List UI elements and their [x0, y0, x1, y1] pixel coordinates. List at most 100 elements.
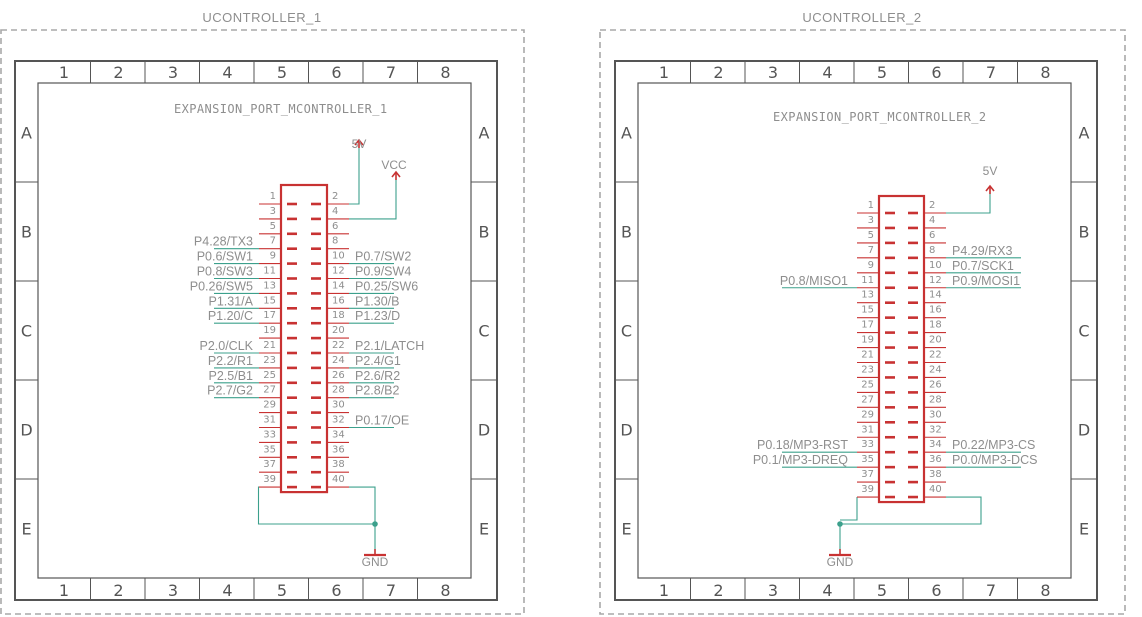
pin-number: 9 — [270, 251, 276, 262]
frame-col-label-top: 6 — [931, 63, 941, 82]
pin-number: 35 — [861, 454, 874, 465]
frame-col-label-bottom: 3 — [768, 581, 778, 600]
net-label-p0-26-sw5: P0.26/SW5 — [190, 279, 253, 293]
frame-col-label-bottom: 4 — [822, 581, 832, 600]
pin-number: 35 — [263, 444, 276, 455]
pin-number: 9 — [868, 260, 874, 271]
pin-number: 26 — [332, 370, 345, 381]
net-label-p4-29-rx3: P4.29/RX3 — [952, 244, 1013, 258]
pin-number: 27 — [263, 385, 276, 396]
frame-outer — [614, 60, 1098, 601]
frame-col-label-bottom: 2 — [113, 581, 123, 600]
pin-number: 5 — [868, 230, 874, 241]
net-label-p0-9-mosi1: P0.9/MOSI1 — [952, 274, 1020, 288]
pin-number: 37 — [861, 469, 874, 480]
pin-number: 38 — [929, 469, 942, 480]
power-wire — [349, 172, 397, 220]
net-label-p0-0-mp3-dcs: P0.0/MP3-DCS — [952, 453, 1037, 467]
pin-number: 39 — [861, 484, 874, 495]
pin-number: 40 — [929, 484, 942, 495]
pin-number: 15 — [263, 295, 276, 306]
pin-number: 5 — [270, 221, 276, 232]
pin-number: 18 — [332, 310, 345, 321]
pin-number: 3 — [270, 206, 276, 217]
port-title-mcontroller-1: EXPANSION_PORT_MCONTROLLER_1 — [174, 102, 388, 116]
pin-number: 4 — [929, 215, 935, 226]
frame-col-label-top: 6 — [331, 63, 341, 82]
sheet-border-dashed — [0, 29, 525, 615]
pin-number: 11 — [861, 275, 874, 286]
pin-number: 24 — [332, 355, 345, 366]
pin-number: 8 — [332, 236, 338, 247]
power-label-5v: 5V — [352, 137, 367, 151]
net-label-p2-8-b2: P2.8/B2 — [355, 384, 400, 398]
pin-number: 24 — [929, 364, 942, 375]
pin-header-body — [877, 194, 926, 504]
frame-inner — [637, 82, 1072, 579]
frame-row-label-left: A — [21, 124, 32, 143]
port-title-mcontroller-2: EXPANSION_PORT_MCONTROLLER_2 — [773, 110, 987, 124]
frame-col-label-bottom: 8 — [440, 581, 450, 600]
frame-col-label-top: 8 — [440, 63, 450, 82]
frame-col-label-bottom: 4 — [222, 581, 232, 600]
pin-number: 20 — [332, 325, 345, 336]
pin-number: 1 — [270, 191, 276, 202]
pin-number: 3 — [868, 215, 874, 226]
pin-number: 29 — [861, 409, 874, 420]
net-label-p1-30-b: P1.30/B — [355, 294, 399, 308]
net-label-p2-5-b1: P2.5/B1 — [209, 369, 254, 383]
pin-number: 21 — [263, 340, 276, 351]
net-label-p1-31-a: P1.31/A — [209, 294, 254, 308]
frame-col-label-bottom: 6 — [931, 581, 941, 600]
net-label-p2-2-r1: P2.2/R1 — [208, 354, 253, 368]
pin-number: 29 — [263, 400, 276, 411]
frame-col-label-top: 4 — [822, 63, 832, 82]
frame-row-label-left: C — [21, 322, 32, 341]
ground-label: GND — [362, 555, 389, 569]
pin-number: 33 — [861, 439, 874, 450]
frame-row-label-left: A — [621, 124, 632, 143]
frame-col-label-bottom: 5 — [877, 581, 887, 600]
net-label-p1-23-d: P1.23/D — [355, 309, 400, 323]
pin-number: 31 — [861, 424, 874, 435]
power-wire — [946, 186, 991, 214]
frame-row-label-left: D — [620, 421, 632, 440]
frame-col-label-bottom: 1 — [659, 581, 669, 600]
pin-number: 12 — [929, 275, 942, 286]
pin-number: 19 — [861, 335, 874, 346]
pin-number: 36 — [929, 454, 942, 465]
pin-number: 26 — [929, 379, 942, 390]
pin-number: 14 — [332, 280, 345, 291]
pin-number: 16 — [332, 295, 345, 306]
pin-number: 25 — [861, 379, 874, 390]
pin-number: 6 — [332, 221, 338, 232]
frame-col-label-bottom: 7 — [986, 581, 996, 600]
power-wire — [349, 140, 360, 205]
frame-col-label-top: 7 — [386, 63, 396, 82]
net-label-p0-1-mp3-dreq: P0.1/MP3-DREQ — [753, 453, 848, 467]
net-label-p1-20-c: P1.20/C — [208, 309, 253, 323]
net-label-p2-0-clk: P2.0/CLK — [199, 339, 253, 353]
net-label-p2-1-latch: P2.1/LATCH — [355, 339, 424, 353]
pin-number: 2 — [929, 200, 935, 211]
frame-row-label-right: B — [1079, 223, 1090, 242]
frame-row-label-right: B — [479, 223, 490, 242]
pin-number: 20 — [929, 335, 942, 346]
gnd-wire — [257, 486, 375, 525]
sheet-title-ucontroller-1: UCONTROLLER_1 — [202, 10, 321, 25]
pin-number: 30 — [332, 400, 345, 411]
pin-number: 14 — [929, 290, 942, 301]
net-label-p0-7-sck1: P0.7/SCK1 — [952, 259, 1014, 273]
frame-row-label-right: C — [478, 322, 489, 341]
gnd-wire — [840, 497, 858, 521]
power-label-5v: 5V — [983, 164, 998, 178]
pin-number: 40 — [332, 474, 345, 485]
pin-number: 19 — [263, 325, 276, 336]
pin-number: 23 — [263, 355, 276, 366]
pin-number: 34 — [929, 439, 942, 450]
frame-col-label-top: 3 — [168, 63, 178, 82]
pin-number: 13 — [861, 290, 874, 301]
frame-col-label-bottom: 5 — [277, 581, 287, 600]
pin-number: 27 — [861, 394, 874, 405]
